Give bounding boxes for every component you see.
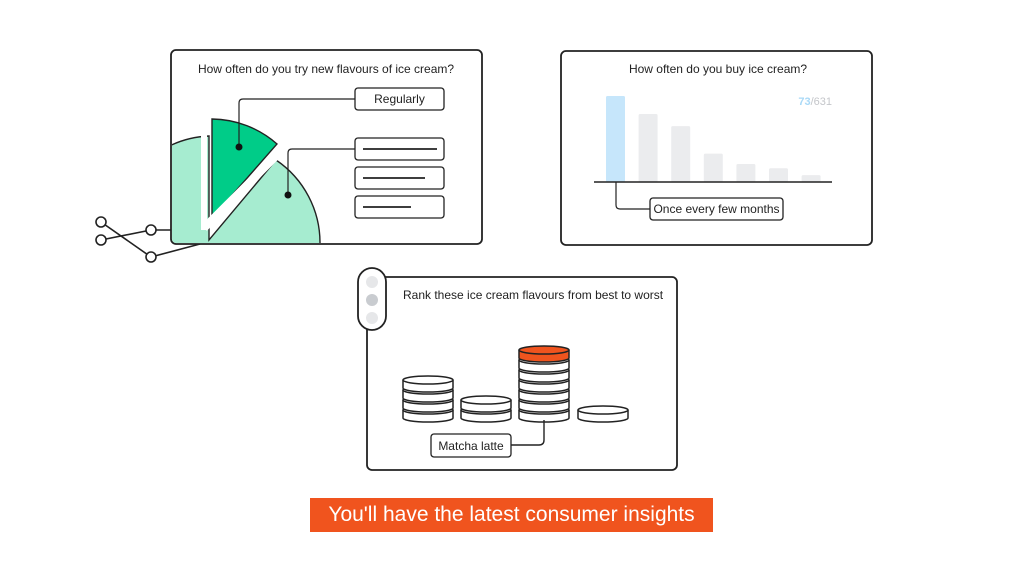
pagination-pill[interactable] xyxy=(357,267,387,331)
coin-stack[interactable] xyxy=(460,395,512,423)
bar[interactable] xyxy=(736,163,756,182)
question-title: How often do you buy ice cream? xyxy=(629,62,807,76)
bar[interactable] xyxy=(703,153,723,182)
question-title: How often do you try new flavours of ice… xyxy=(198,62,454,76)
label-text: Once every few months xyxy=(653,202,779,216)
coin-top xyxy=(577,405,629,415)
option-label: Regularly xyxy=(374,92,425,106)
card-flavours: How often do you try new flavours of ice… xyxy=(170,49,483,245)
selected-flavour-label[interactable]: Matcha latte xyxy=(430,433,512,458)
selected-answer-label[interactable]: Once every few months xyxy=(649,197,784,221)
option-placeholder[interactable] xyxy=(354,137,445,219)
coin-top xyxy=(460,395,512,405)
coin-top xyxy=(402,375,454,385)
bar[interactable] xyxy=(769,168,788,182)
bar[interactable] xyxy=(671,126,691,182)
coin-stack[interactable] xyxy=(577,405,629,423)
coin-stack[interactable] xyxy=(518,345,570,423)
label-text: Matcha latte xyxy=(438,439,504,453)
coin-stacks xyxy=(402,345,629,423)
bar-chart xyxy=(606,96,821,182)
question-title: Rank these ice cream flavours from best … xyxy=(403,288,664,302)
bar[interactable] xyxy=(801,175,821,182)
response-counter: 73/631 xyxy=(798,96,832,108)
card-rank: Rank these ice cream flavours from best … xyxy=(357,267,678,471)
pie-slice-other xyxy=(172,135,321,243)
coin-top xyxy=(518,345,570,355)
subtitle-caption: You'll have the latest consumer insights xyxy=(310,498,713,532)
option-regularly[interactable]: Regularly xyxy=(354,87,445,111)
card-buy: How often do you buy ice cream? 73/631 O… xyxy=(560,50,873,246)
coin-stack[interactable] xyxy=(402,375,454,423)
connector-nodes xyxy=(95,216,201,263)
pie-slice-highlight xyxy=(211,118,278,220)
bar-selected[interactable] xyxy=(606,96,625,182)
bar[interactable] xyxy=(638,114,658,182)
